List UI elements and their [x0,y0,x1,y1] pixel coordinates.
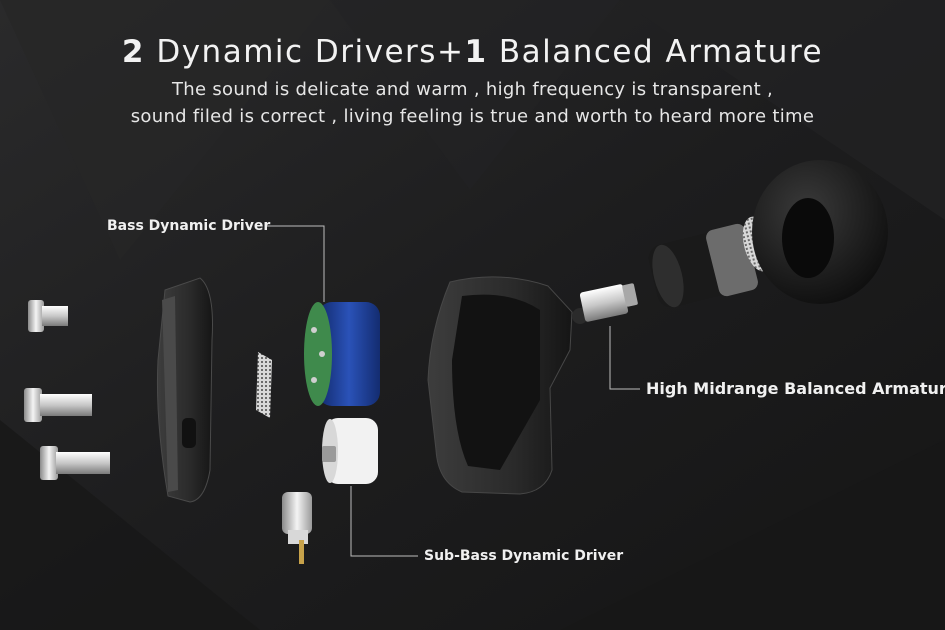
background-facet [620,0,945,220]
screw-icon [28,300,68,332]
callout-bass-driver: Bass Dynamic Driver [107,218,271,234]
title-part-2: Balanced Armature [487,34,824,70]
callout-balanced-armature: High Midrange Balanced Armature [646,379,945,398]
title-part-1: Dynamic Drivers+ [144,34,465,70]
leader-line-ba [609,326,640,390]
faceplate-shell [156,277,213,503]
ear-tip [752,160,888,304]
title-number-1: 2 [121,34,145,70]
background-facet [560,440,945,630]
leader-line-sub [350,486,418,557]
balanced-armature [579,283,638,322]
earphone-shell [427,276,588,495]
background-facet [330,0,620,190]
subtitle-line-2: sound filed is correct , living feeling … [130,106,815,127]
screw-icon [24,388,92,422]
page-title: 2 Dynamic Drivers+1 Balanced Armature [0,34,945,70]
mesh-filter [256,352,272,418]
callout-sub-bass-driver: Sub-Bass Dynamic Driver [424,548,624,564]
bass-dynamic-driver [304,302,380,406]
sub-bass-dynamic-driver [322,418,378,484]
title-number-2: 1 [464,34,488,70]
screw-icon [40,446,110,480]
subtitle-line-1: The sound is delicate and warm , high fr… [171,79,774,100]
leader-line-bass [266,225,325,302]
mmcx-connector [282,492,312,564]
background-facet [0,0,330,260]
